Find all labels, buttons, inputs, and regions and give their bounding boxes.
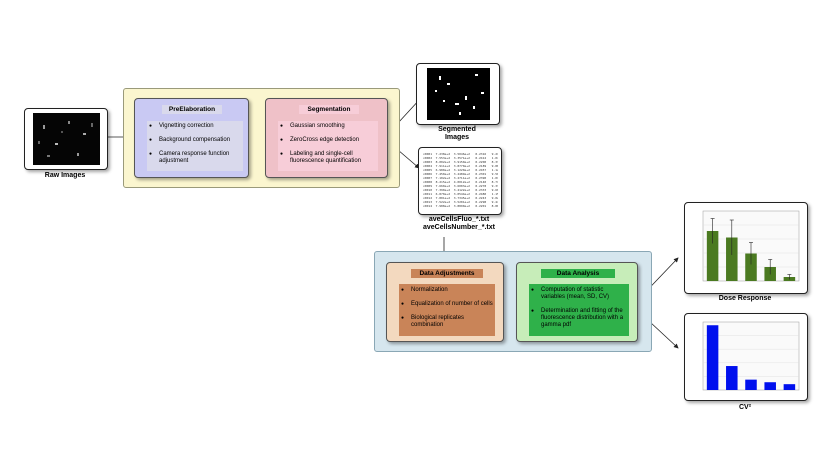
dose-response-chart — [702, 210, 800, 282]
data-analysis-title: Data Analysis — [541, 269, 615, 278]
preelaboration-panel: PreElaboration Vignetting correction Bac… — [134, 98, 249, 178]
list-item: Computation of statistic variables (mean… — [531, 287, 629, 301]
text-output-lines: x0001 7.238e+2 3.5046e+2 0.2316 9.21e-1 … — [423, 152, 498, 208]
bar-3 — [745, 379, 757, 390]
data-adjustments-title: Data Adjustments — [411, 269, 483, 278]
bar-1 — [706, 231, 719, 281]
text-output-frame: x0001 7.238e+2 3.5046e+2 0.2316 9.21e-1 … — [418, 147, 502, 215]
list-item: Labeling and single-cell fluorescence qu… — [280, 151, 378, 165]
raw-image — [33, 113, 100, 165]
data-adjustments-list: Normalization Equalization of number of … — [399, 284, 495, 336]
bar-3 — [745, 253, 757, 281]
bar-2 — [726, 366, 738, 390]
bar-1 — [706, 325, 719, 390]
text-output-caption-line1: aveCellsFluo_*.txt — [428, 216, 490, 223]
list-item: ZeroCross edge detection — [280, 137, 378, 144]
preelaboration-list: Vignetting correction Background compens… — [147, 121, 243, 171]
text-output-caption-line2: aveCellsNumber_*.txt — [423, 224, 495, 231]
list-item: Vignetting correction — [149, 123, 243, 130]
data-adjustments-panel: Data Adjustments Normalization Equalizat… — [386, 262, 504, 342]
bar-4 — [764, 382, 776, 390]
segmentation-panel: Segmentation Gaussian smoothing ZeroCros… — [265, 98, 388, 178]
list-item: Background compensation — [149, 137, 243, 144]
plot-area — [702, 321, 800, 391]
list-item: Normalization — [401, 287, 495, 294]
data-analysis-panel: Data Analysis Computation of statistic v… — [516, 262, 638, 342]
dose-response-caption: Dose Response — [718, 295, 772, 302]
segmented-image — [427, 68, 490, 120]
segmentation-title: Segmentation — [299, 105, 359, 114]
raw-images-caption: Raw Images — [44, 172, 86, 179]
cv2-caption: CV² — [738, 404, 752, 411]
cv2-frame — [684, 313, 808, 401]
list-item: Determination and fitting of the fluores… — [531, 308, 629, 329]
segmented-images-frame — [416, 63, 500, 125]
raw-images-frame — [24, 108, 108, 170]
data-analysis-list: Computation of statistic variables (mean… — [529, 284, 629, 336]
preelaboration-title: PreElaboration — [162, 105, 222, 114]
text-output-caption: aveCellsFluo_*.txt aveCellsNumber_*.txt — [408, 216, 510, 232]
bar-5 — [783, 384, 796, 390]
list-item: Gaussian smoothing — [280, 123, 378, 130]
list-item: Equalization of number of cells — [401, 301, 495, 308]
list-item: Biological replicates combination — [401, 315, 495, 329]
list-item: Camera response function adjustment — [149, 151, 243, 165]
dose-response-frame — [684, 202, 808, 294]
segmented-images-caption: Segmented Images — [416, 126, 498, 142]
cv2-chart — [702, 321, 800, 391]
bar-2 — [726, 237, 738, 281]
arrow-to-textfile — [397, 149, 420, 169]
segmented-images-caption-text: Segmented Images — [438, 126, 476, 141]
segmentation-list: Gaussian smoothing ZeroCross edge detect… — [278, 121, 378, 171]
